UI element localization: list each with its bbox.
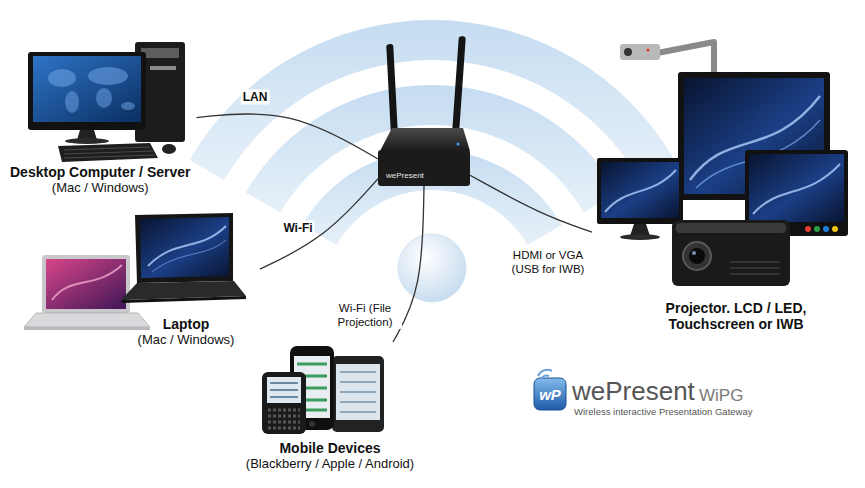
- screen-swoosh: [753, 164, 840, 214]
- android-phone: [332, 356, 384, 432]
- monitor-base: [620, 234, 660, 240]
- map-land: [65, 91, 79, 113]
- screen-swoosh: [148, 226, 226, 266]
- laptop-lip: [121, 296, 246, 303]
- projector-lens: [689, 248, 705, 264]
- logo-badge: [534, 378, 566, 410]
- screen-swoosh: [152, 240, 226, 272]
- device-name: Projector. LCD / LED, Touchscreen or IWB: [651, 300, 821, 332]
- connector-line: [260, 179, 378, 269]
- macbook-lip: [24, 327, 150, 330]
- blackberry-phone: [262, 372, 306, 434]
- home-button: [309, 421, 315, 427]
- device-name: Mobile Devices: [279, 440, 380, 456]
- device-name: Laptop: [163, 316, 210, 332]
- pen-button: [823, 226, 829, 232]
- macbook-screen: [46, 259, 126, 309]
- monitor-base: [65, 138, 109, 144]
- map-land: [96, 88, 112, 108]
- touchscreen-screen: [749, 154, 844, 222]
- projector-led: [646, 48, 649, 51]
- pen-button: [832, 226, 838, 232]
- monitor-frame: [597, 158, 683, 224]
- display-group: Projector. LCD / LED, Touchscreen or IWB: [592, 38, 854, 332]
- router-top: [380, 128, 470, 151]
- laptop-illustration: [24, 213, 246, 330]
- macbook-base: [24, 313, 150, 327]
- laptop-device: Laptop(Mac / Windows): [112, 212, 260, 348]
- tower-panel: [141, 48, 179, 58]
- map-land: [88, 67, 128, 85]
- projector-body: [672, 220, 790, 286]
- wifi-bulb: [398, 234, 466, 302]
- map-land: [121, 102, 135, 110]
- pen-button: [805, 226, 811, 232]
- edge-label: Wi-Fi (File Projection): [328, 301, 402, 329]
- connector-line: [470, 175, 592, 232]
- wifi-arc: [302, 150, 562, 245]
- mobile-illustration: [262, 346, 384, 434]
- laptop-screen: [140, 217, 229, 278]
- edge-label: HDMI or VGA (USB for IWB): [504, 248, 593, 276]
- router-device: wePresent: [378, 150, 470, 186]
- screen-rows: [340, 372, 376, 412]
- mouse: [162, 144, 176, 154]
- phone-screen: [267, 377, 301, 403]
- ceiling-projector: [620, 44, 660, 60]
- monitor-screen: [601, 162, 679, 218]
- device-note: (Mac / Windows): [52, 180, 149, 196]
- projector-vents: [730, 262, 780, 274]
- antenna: [452, 36, 466, 134]
- tagline: Wireless interactive Presentation Gatewa…: [574, 406, 752, 417]
- map-land: [48, 69, 76, 87]
- macbook-lid: [42, 255, 130, 313]
- keypad: [268, 410, 300, 428]
- monitor-frame: [28, 52, 146, 130]
- projector-arm: [652, 42, 714, 74]
- laptop-lid: [135, 213, 233, 283]
- antenna: [386, 44, 398, 136]
- keyboard-keys: [64, 147, 155, 158]
- screen-swoosh: [52, 265, 122, 300]
- router-led: [457, 143, 460, 146]
- edge-label: LAN: [241, 90, 270, 105]
- logo-icon: [534, 370, 566, 410]
- logo-waves: [538, 370, 552, 379]
- desktop-illustration: [28, 42, 185, 162]
- projector-lens: [624, 48, 632, 56]
- display-illustration: [597, 42, 848, 286]
- wifi-arc: [246, 85, 618, 213]
- brand-name: wePresent: [572, 376, 695, 406]
- projector-top: [676, 223, 786, 233]
- keyboard: [58, 143, 158, 162]
- connector-line: [197, 114, 379, 159]
- device-note: (Blackberry / Apple / Android): [246, 456, 414, 472]
- router-illustration: [380, 36, 470, 151]
- edge-label: Wi-Fi: [281, 221, 314, 236]
- device-name: Desktop Computer / Server: [10, 164, 191, 180]
- logo-letters: wP: [539, 386, 561, 403]
- screen-rows: [270, 383, 298, 397]
- device-note: (Mac / Windows): [138, 332, 235, 348]
- phone-screen: [336, 364, 380, 420]
- device-name: wePresent: [386, 171, 424, 181]
- mobile-device: Mobile Devices(Blackberry / Apple / Andr…: [225, 342, 435, 472]
- desktop-device: Desktop Computer / Server(Mac / Windows): [4, 48, 197, 196]
- projector-lens: [683, 242, 711, 270]
- monitor-screen: [33, 56, 141, 122]
- screen-swoosh: [605, 170, 676, 212]
- lens-highlight: [692, 251, 696, 255]
- product-name: WiPG: [699, 386, 743, 406]
- connector-group: [197, 114, 593, 342]
- tower-drive: [150, 66, 176, 70]
- pen-button: [814, 226, 820, 232]
